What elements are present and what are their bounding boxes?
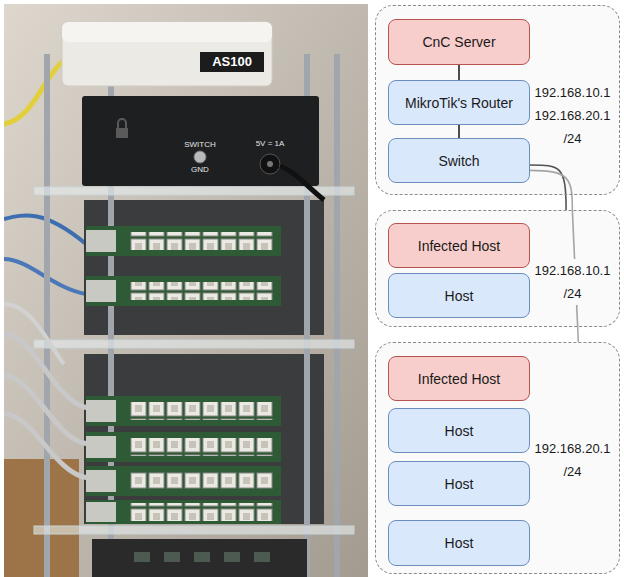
pi-board — [86, 396, 281, 426]
device-box: Host — [388, 520, 530, 566]
photo-background — [4, 4, 368, 577]
node-label: Infected Host — [418, 238, 501, 254]
hardware-photo — [4, 4, 368, 577]
subnet-group: 192.168.10.1 192.168.20.1 /24 CnC ServerM… — [375, 5, 620, 195]
infected-box: CnC Server — [388, 19, 530, 65]
subnet-group: 192.168.20.1 /24Infected HostHostHostHos… — [375, 342, 620, 574]
subnet-label: 192.168.20.1 /24 — [535, 437, 611, 483]
device-box: Host — [388, 273, 530, 318]
node-label: Host — [445, 288, 474, 304]
as100-box — [62, 22, 272, 86]
grey-cable — [4, 334, 88, 408]
node-label: Host — [445, 535, 474, 551]
pi-board — [86, 276, 281, 306]
pi-board — [86, 500, 281, 524]
pi-board — [86, 466, 281, 496]
device-marking: GND — [170, 165, 230, 175]
pi-board — [86, 432, 281, 462]
grey-cable — [4, 304, 64, 364]
board-shadow — [84, 200, 324, 335]
ethernet-port — [86, 400, 116, 422]
grey-cable — [4, 414, 88, 478]
metal-standoff — [44, 54, 50, 577]
switch-button — [194, 151, 206, 163]
led-strip — [129, 282, 273, 300]
usb-port — [134, 552, 150, 562]
device-marking: AS100 — [200, 52, 264, 72]
node-label: Host — [445, 423, 474, 439]
as100-plate — [200, 52, 264, 72]
board-shadow — [84, 354, 324, 524]
ethernet-port — [86, 230, 116, 252]
pi-board — [86, 226, 281, 256]
usb-port — [224, 552, 240, 562]
subnet-group: 192.168.10.1 /24 Infected HostHost — [375, 210, 620, 327]
subnet-label: 192.168.10.1 /24 — [535, 259, 611, 305]
device-box: Host — [388, 408, 530, 453]
usb-hub — [92, 539, 307, 577]
ethernet-port — [86, 436, 116, 458]
node-label: Infected Host — [418, 371, 501, 387]
device-marking: 5V = 1A — [242, 139, 298, 149]
node-label: CnC Server — [422, 34, 495, 50]
lock-icon — [118, 119, 126, 128]
led-strip — [129, 438, 273, 456]
subnet-label-holder: 192.168.10.1 /24 — [526, 259, 619, 305]
switch-box — [82, 96, 319, 186]
dc-jack — [260, 154, 280, 174]
wooden-table — [4, 459, 79, 577]
subnet-label-holder: 192.168.10.1 192.168.20.1 /24 — [526, 81, 619, 150]
as100-top — [62, 22, 272, 42]
acrylic-plate — [34, 187, 354, 195]
acrylic-plate — [34, 340, 354, 348]
power-cable — [280, 166, 324, 200]
grey-cable — [4, 376, 88, 444]
usb-port — [164, 552, 180, 562]
lock-icon — [116, 128, 128, 138]
device-marking: SWITCH — [170, 140, 230, 150]
ethernet-port — [86, 502, 116, 522]
subnet-label: 192.168.10.1 192.168.20.1 /24 — [535, 81, 611, 150]
infected-box: Infected Host — [388, 356, 530, 401]
usb-port — [194, 552, 210, 562]
node-label: MikroTik's Router — [405, 95, 513, 111]
device-box: Host — [388, 461, 530, 506]
ethernet-port — [86, 280, 116, 302]
device-box: Switch — [388, 138, 530, 183]
led-strip — [129, 472, 273, 490]
node-label: Switch — [438, 153, 479, 169]
infected-box: Infected Host — [388, 223, 530, 268]
led-strip — [129, 402, 273, 420]
yellow-cable — [4, 59, 66, 124]
ethernet-port — [86, 470, 116, 492]
acrylic-plate — [34, 526, 354, 534]
metal-standoff — [334, 54, 340, 577]
led-strip — [129, 503, 273, 521]
node-label: Host — [445, 476, 474, 492]
device-box: MikroTik's Router — [388, 80, 530, 125]
subnet-label-holder: 192.168.20.1 /24 — [526, 437, 619, 483]
led-strip — [129, 232, 273, 250]
usb-port — [254, 552, 270, 562]
dc-jack-pin — [267, 161, 273, 167]
